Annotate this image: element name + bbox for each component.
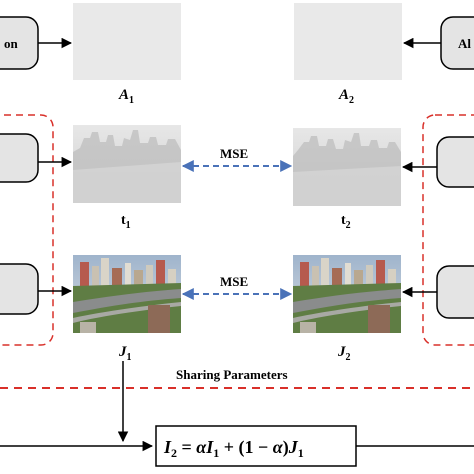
top-left-block-text: on	[4, 36, 19, 51]
label-j2: J2	[337, 344, 351, 363]
label-a1: A1	[118, 87, 134, 106]
label-a2: A2	[338, 87, 354, 106]
label-j1: J1	[118, 344, 132, 363]
right-block-j	[436, 265, 474, 319]
left-dashed-group	[0, 114, 54, 346]
sharing-parameters-label: Sharing Parameters	[176, 367, 288, 382]
mse-label-bottom: MSE	[220, 274, 248, 289]
right-block-t	[436, 136, 474, 188]
label-t2: t2	[341, 213, 351, 231]
image-a2	[294, 3, 402, 80]
image-t2	[293, 128, 401, 206]
top-right-block-text: Al	[458, 36, 471, 51]
right-dashed-group	[422, 114, 474, 346]
label-t1: t1	[121, 213, 131, 231]
left-block-j	[0, 263, 39, 315]
image-j2	[293, 255, 401, 333]
formula-text: I2 = αI1 + (1 − α)J1	[163, 437, 304, 460]
image-j1	[73, 255, 181, 333]
mse-label-top: MSE	[220, 146, 248, 161]
image-t1	[73, 125, 181, 203]
left-block-t	[0, 133, 39, 183]
formula-box	[155, 425, 357, 467]
image-a1	[73, 3, 181, 80]
